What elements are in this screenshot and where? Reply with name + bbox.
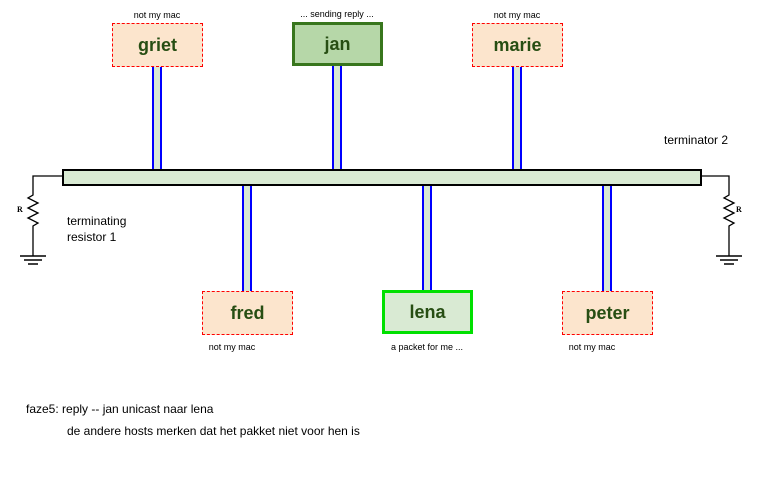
host-caption: not my mac [133, 10, 181, 20]
resistor-label: R [17, 205, 23, 214]
resistor-ground-icon [702, 175, 742, 265]
host-griet: griet [112, 23, 203, 67]
cable-peter [602, 186, 612, 291]
description-line1: faze5: reply -- jan unicast naar lena [26, 402, 214, 416]
host-caption: ... sending reply ... [300, 9, 374, 19]
label-line: resistor 1 [67, 230, 117, 244]
cable-griet [152, 66, 162, 169]
terminator2-label: terminator 2 [664, 133, 729, 147]
host-lena: lena [382, 290, 473, 334]
host-marie: marie [472, 23, 563, 67]
host-caption: a packet for me ... [390, 342, 464, 352]
description-line2: de andere hosts merken dat het pakket ni… [67, 424, 360, 438]
host-caption: not my mac [493, 10, 541, 20]
host-peter: peter [562, 291, 653, 335]
host-caption: not my mac [208, 342, 256, 352]
resistor-ground-icon [20, 175, 62, 265]
resistor-label: R [736, 205, 742, 214]
host-fred: fred [202, 291, 293, 335]
cable-marie [512, 66, 522, 169]
terminator1-label: terminating resistor 1 [67, 213, 126, 245]
cable-jan [332, 66, 342, 169]
cable-fred [242, 186, 252, 291]
host-jan: jan [292, 22, 383, 66]
host-caption: not my mac [568, 342, 616, 352]
ethernet-bus [62, 169, 702, 186]
label-line: terminating [67, 214, 127, 228]
cable-lena [422, 186, 432, 291]
